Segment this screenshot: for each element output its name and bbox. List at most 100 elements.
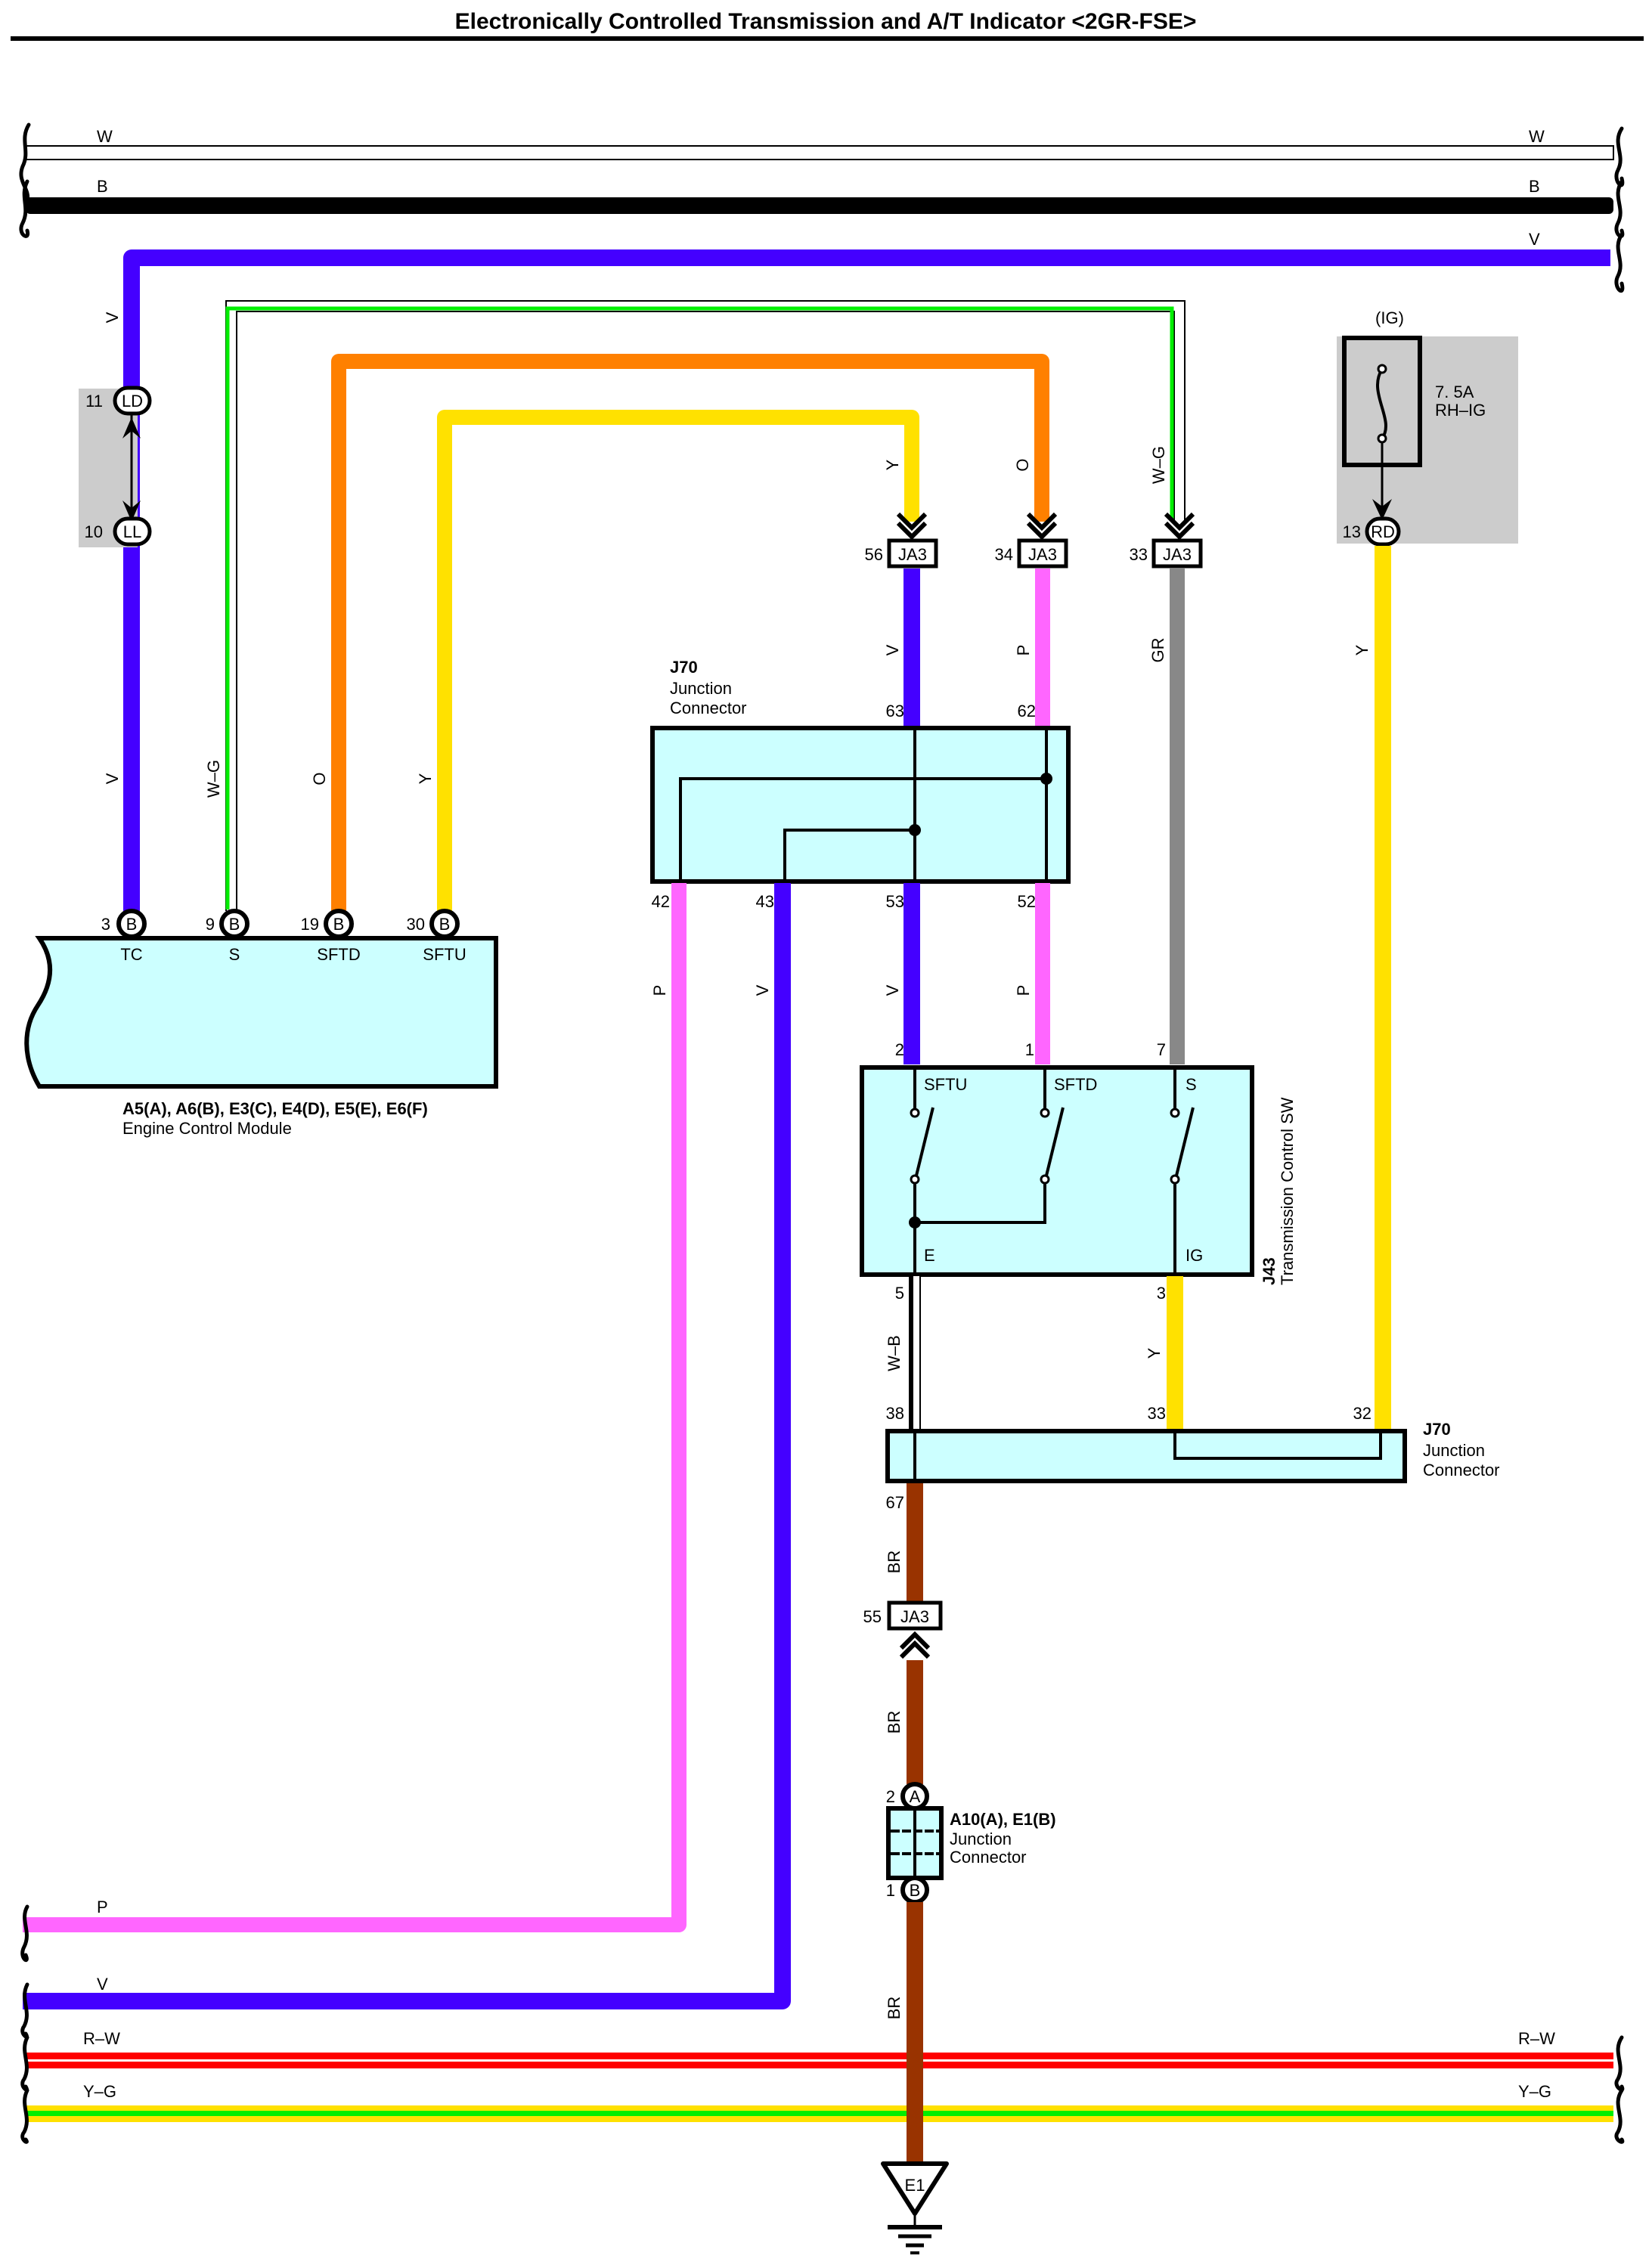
page-title: Electronically Controlled Transmission a… (455, 9, 1197, 34)
svg-text:B: B (126, 915, 138, 934)
junction-connector-j70-upper: J70 Junction Connector 63 62 42 43 53 52 (650, 658, 1071, 911)
svg-text:33: 33 (1148, 1404, 1166, 1423)
bus-wire-r-w: R–W R–W (26, 2029, 1613, 2068)
svg-text:7: 7 (1157, 1040, 1166, 1059)
svg-text:SFTD: SFTD (1054, 1075, 1097, 1094)
svg-text:TC: TC (120, 945, 142, 964)
fuse-name: RH–IG (1435, 401, 1486, 420)
ecm-terminal-sftu: B 30 SFTU (407, 909, 466, 964)
break-marks-left-bottom (20, 1904, 29, 2144)
fuse-icon (1376, 367, 1387, 440)
wire-label: Y (1145, 1347, 1164, 1359)
svg-text:Junction: Junction (1423, 1441, 1485, 1460)
wire-label: W–G (1149, 446, 1168, 484)
wire-label: B (1529, 177, 1540, 196)
wire-v-to-bottom-bus (23, 883, 791, 2009)
wire-label: P (97, 1898, 108, 1916)
break-marks-left-top (19, 122, 31, 238)
svg-text:J70: J70 (670, 658, 698, 677)
wire-label: Y (1353, 644, 1372, 655)
svg-text:13: 13 (1343, 522, 1361, 541)
svg-text:SFTU: SFTU (423, 945, 466, 964)
wire-label: V (883, 984, 902, 996)
wire-label: V (103, 311, 122, 323)
wire-label: Y–G (83, 2082, 116, 2101)
svg-text:43: 43 (756, 892, 774, 911)
transmission-control-switch: 2 1 7 SFTU SFTD S E IG J43 Tran (860, 1040, 1297, 1285)
svg-text:2: 2 (886, 1787, 895, 1806)
wire-label: BR (885, 1711, 903, 1734)
fuse-header: (IG) (1375, 308, 1404, 327)
ecm-terminal-s: B 9 S (206, 909, 250, 964)
chevron-up-icon (899, 1631, 931, 1659)
junction-connector-j70-lower: 38 33 32 67 J70 Junction Connector (885, 1404, 1500, 1512)
svg-text:B: B (333, 915, 345, 934)
connector-ll: LL (123, 522, 141, 541)
svg-text:1: 1 (886, 1881, 895, 1900)
switch-name: Transmission Control SW (1278, 1097, 1297, 1285)
svg-text:JA3: JA3 (900, 1607, 929, 1626)
wire-p-to-bottom-bus (23, 883, 687, 1932)
break-marks-right-top (1614, 126, 1625, 293)
wire-label: BR (885, 1997, 903, 2020)
wire-label: BR (885, 1551, 903, 1574)
bus-wire-y-g: Y–G Y–G (26, 2082, 1613, 2122)
switch-id: J43 (1260, 1257, 1279, 1285)
ground-label: E1 (905, 2176, 925, 2195)
wire-label: R–W (83, 2029, 120, 2048)
svg-text:55: 55 (863, 1607, 882, 1626)
chevron-down-icon (896, 512, 1195, 541)
wire-w-g (225, 300, 1186, 911)
svg-text:S: S (229, 945, 240, 964)
ecm-terminal-tc: B 3 TC (101, 909, 147, 964)
title-rule (11, 36, 1644, 41)
wire-label: Y (883, 459, 902, 470)
bus-wire-b: B B (26, 177, 1613, 214)
wire-label: O (1013, 458, 1032, 471)
svg-text:32: 32 (1353, 1404, 1372, 1423)
wire-label: B (97, 177, 108, 196)
connector-ja3-33: JA3 33 (1130, 538, 1203, 569)
connector-ja3-56: JA3 56 (865, 538, 938, 569)
junction-connector-a10-e1: A 2 B 1 A10(A), E1(B) Junction Connector (886, 1782, 1056, 1904)
svg-text:Connector: Connector (950, 1848, 1027, 1867)
svg-text:B: B (910, 1881, 921, 1900)
wire-label: V (1529, 230, 1540, 249)
svg-text:S: S (1186, 1075, 1197, 1094)
wire-label: W (97, 127, 113, 146)
svg-text:19: 19 (301, 915, 319, 934)
wire-v-ecm-tc (123, 249, 1610, 911)
svg-text:IG: IG (1186, 1246, 1203, 1265)
svg-text:Junction: Junction (950, 1830, 1012, 1848)
wire-label: V (103, 773, 122, 784)
svg-text:56: 56 (865, 545, 883, 564)
wire-label: V (753, 984, 772, 996)
wire-label: V (97, 1975, 108, 1994)
svg-text:B: B (439, 915, 451, 934)
wire-label: Y–G (1518, 2082, 1551, 2101)
wire-o (331, 354, 1049, 911)
svg-text:JA3: JA3 (1163, 545, 1192, 564)
svg-text:52: 52 (1018, 892, 1036, 911)
svg-text:62: 62 (1018, 702, 1036, 720)
engine-control-module: B 3 TC B 9 S B 19 SFTD B 30 SFTU A5(A), … (24, 909, 498, 1138)
wire-y (437, 410, 919, 911)
wire-label: W–G (204, 760, 223, 798)
svg-text:Junction: Junction (670, 679, 732, 698)
svg-text:34: 34 (995, 545, 1013, 564)
svg-text:SFTU: SFTU (924, 1075, 967, 1094)
wire-label: P (1014, 645, 1033, 656)
pin-number: 10 (85, 522, 103, 541)
svg-text:J70: J70 (1423, 1420, 1451, 1439)
svg-text:Connector: Connector (670, 699, 747, 717)
svg-text:B: B (229, 915, 240, 934)
wire-label: GR (1148, 638, 1167, 663)
svg-text:RD: RD (1371, 522, 1395, 541)
ecm-id: A5(A), A6(B), E3(C), E4(D), E5(E), E6(F) (122, 1099, 428, 1118)
svg-text:2: 2 (895, 1040, 904, 1059)
ecm-name: Engine Control Module (122, 1119, 292, 1138)
wire-label: R–W (1518, 2029, 1555, 2048)
ground-icon (888, 2225, 942, 2254)
wire-label: P (650, 985, 669, 996)
